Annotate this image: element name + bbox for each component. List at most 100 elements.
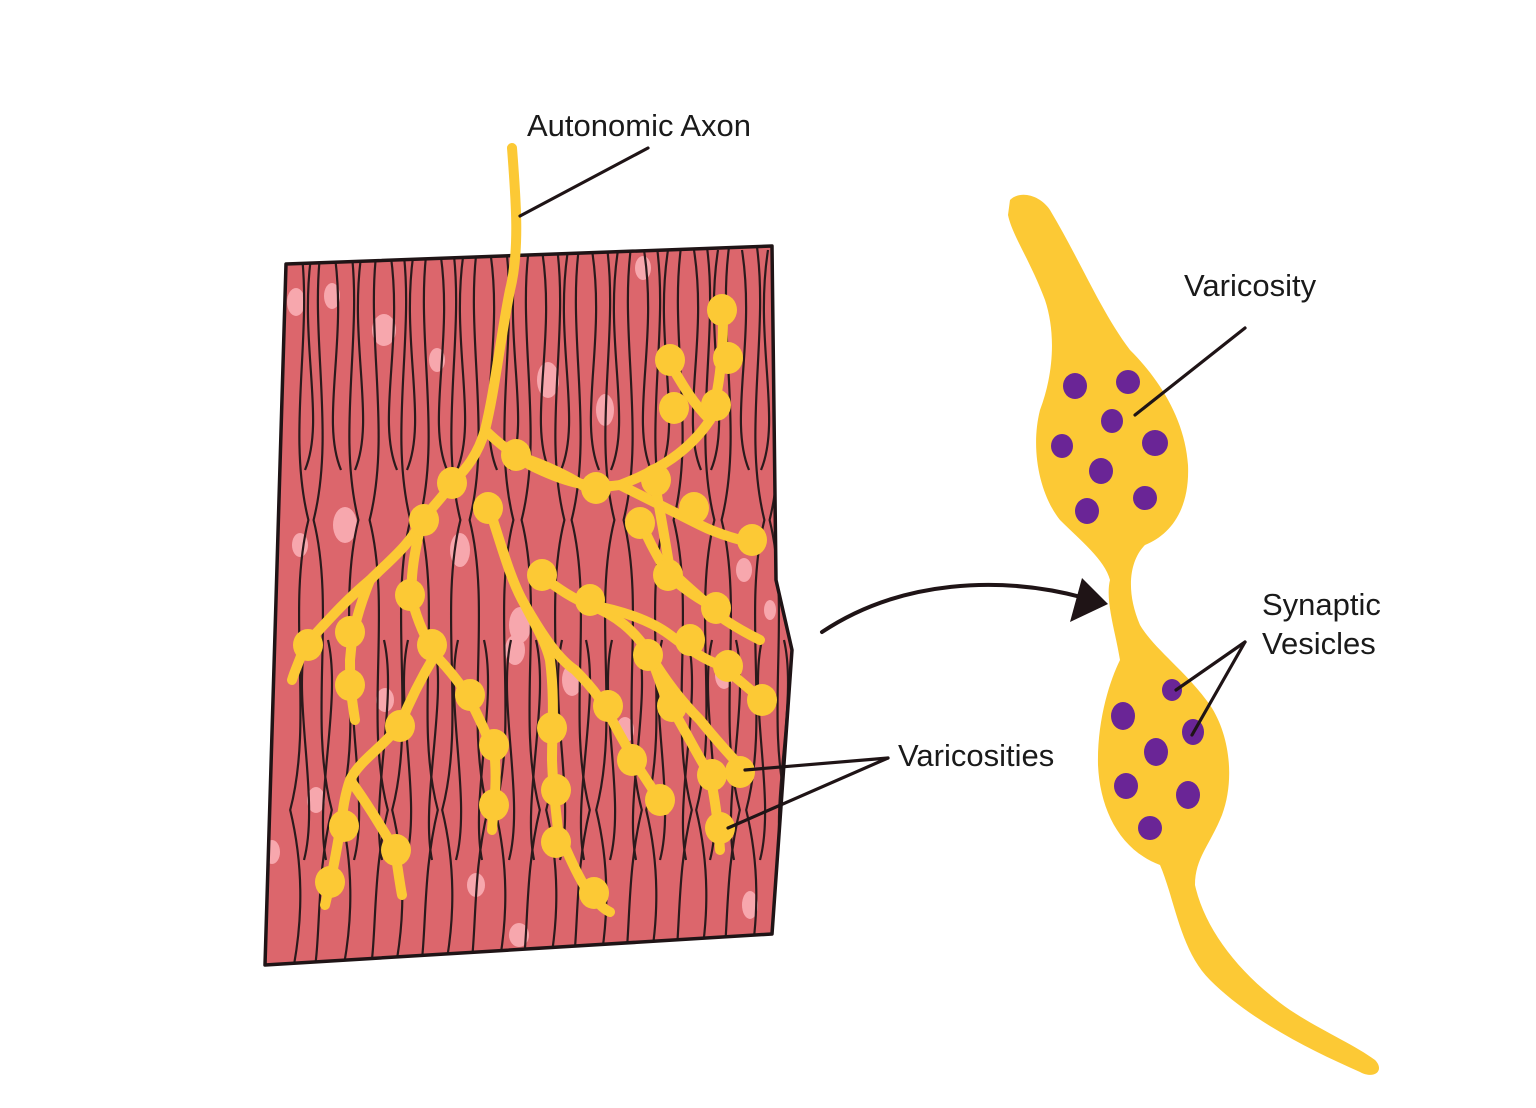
muscle-fiber-line — [402, 639, 413, 861]
varicosity-blob — [579, 877, 609, 909]
varicosity-blob — [335, 669, 365, 701]
varicosity-blob — [701, 592, 731, 624]
muscle-fiber-line — [331, 249, 343, 471]
varicosity-blob — [385, 710, 415, 742]
muscle-fiber-line — [321, 639, 334, 861]
muscle-nucleus — [736, 558, 752, 582]
muscle-fiber-line — [440, 246, 462, 965]
label-varicosities: Varicosities — [898, 738, 1055, 773]
varicosity-blob — [473, 492, 503, 524]
muscle-fiber-line — [505, 639, 516, 861]
synaptic-vesicle — [1089, 458, 1113, 484]
synaptic-vesicle — [1144, 738, 1168, 766]
muscle-fiber-line — [739, 249, 751, 471]
varicosity-blob — [335, 616, 365, 648]
synaptic-vesicle — [1138, 816, 1162, 840]
muscle-fiber-line — [366, 246, 389, 965]
muscle-nucleus — [324, 283, 340, 309]
synaptic-vesicle — [1101, 409, 1123, 433]
muscle-nucleus — [287, 288, 305, 316]
arrow-head — [1070, 578, 1108, 622]
varicosity-blob — [713, 650, 743, 682]
muscle-nucleus — [372, 314, 396, 346]
muscle-fiber-line — [641, 249, 653, 471]
muscle-fiber-line — [455, 249, 467, 471]
leader-line-varicosities-lower — [726, 756, 890, 830]
varicosity-blob — [713, 342, 743, 374]
muscle-nucleus — [742, 891, 758, 919]
varicosity-blob — [541, 774, 571, 806]
muscle-fiber-line — [787, 249, 792, 471]
varicosity-blob — [675, 624, 705, 656]
varicosity-blob — [581, 472, 611, 504]
varicosity-blob — [593, 690, 623, 722]
leader-line-axon — [518, 146, 650, 218]
varicosity-blob — [659, 392, 689, 424]
label-synaptic: Synaptic — [1262, 587, 1381, 622]
muscle-fiber-line — [681, 639, 694, 861]
varicosity-blob — [645, 784, 675, 816]
magnified-varicosity-axon — [1008, 194, 1380, 1075]
varicosity-blob — [725, 756, 755, 788]
synaptic-vesicle — [1116, 370, 1140, 394]
muscle-fiber-line — [589, 249, 601, 471]
synaptic-vesicle — [1176, 781, 1200, 809]
varicosity-blob — [641, 464, 671, 496]
muscle-fiber-line — [620, 246, 643, 965]
varicosity-blob — [701, 389, 731, 421]
muscle-nucleus — [635, 256, 651, 280]
varicosity-blob — [479, 729, 509, 761]
varicosity-blob — [329, 810, 359, 842]
muscle-fiber-line — [529, 639, 542, 861]
muscle-fiber-line — [544, 246, 566, 965]
synaptic-vesicle — [1051, 434, 1073, 458]
varicosity-blob — [633, 639, 663, 671]
muscle-fiber-line — [518, 246, 541, 965]
varicosity-blob — [617, 744, 647, 776]
muscle-fiber-line — [644, 246, 666, 965]
muscle-block-outline — [263, 244, 794, 967]
leader-line-vesicle-upper — [1174, 640, 1247, 692]
axon-trunk — [450, 143, 522, 485]
muscle-fiber-line — [759, 249, 771, 471]
muscle-nucleus — [764, 600, 776, 620]
muscle-fiber-line — [568, 246, 591, 965]
varicosity-blob — [409, 504, 439, 536]
synaptic-vesicle — [1133, 486, 1157, 510]
muscle-fiber-line — [691, 249, 703, 471]
varicosity-blob — [501, 439, 531, 471]
axon-varicosities — [293, 294, 777, 909]
muscle-nucleus — [333, 507, 357, 543]
leader-line-vesicle-lower — [1190, 640, 1247, 737]
varicosity-blob — [575, 584, 605, 616]
synaptic-vesicle — [1142, 430, 1168, 456]
muscle-fiber-line — [405, 249, 417, 471]
varicosity-blob — [679, 492, 709, 524]
leader-line-varicosity — [1133, 326, 1247, 417]
synaptic-vesicle — [1063, 373, 1087, 399]
muscle-nucleus — [265, 840, 280, 864]
varicosity-blob — [315, 866, 345, 898]
varicosity-blob — [747, 684, 777, 716]
synaptic-vesicle — [1111, 702, 1135, 730]
varicosity-blob — [455, 679, 485, 711]
varicosity-blob — [479, 789, 509, 821]
muscle-fiber-line — [539, 249, 551, 471]
muscle-fiber-line — [718, 246, 741, 965]
synaptic-vesicles — [1051, 370, 1204, 840]
varicosity-blob — [653, 559, 683, 591]
label-vesicles: Vesicles — [1262, 626, 1376, 661]
label-varicosity: Varicosity — [1184, 268, 1317, 303]
synaptic-vesicle — [1075, 498, 1099, 524]
muscle-fiber-line — [377, 639, 390, 861]
arrow-shaft — [820, 582, 1087, 634]
muscle-nucleus — [307, 787, 325, 813]
varicosity-blob — [293, 629, 323, 661]
varicosity-blob — [527, 559, 557, 591]
varicosity-blob — [697, 759, 727, 791]
muscle-nucleus — [376, 688, 394, 712]
varicosity-blob — [657, 690, 687, 722]
varicosity-blob — [737, 524, 767, 556]
muscle-fiber-line — [579, 639, 592, 861]
